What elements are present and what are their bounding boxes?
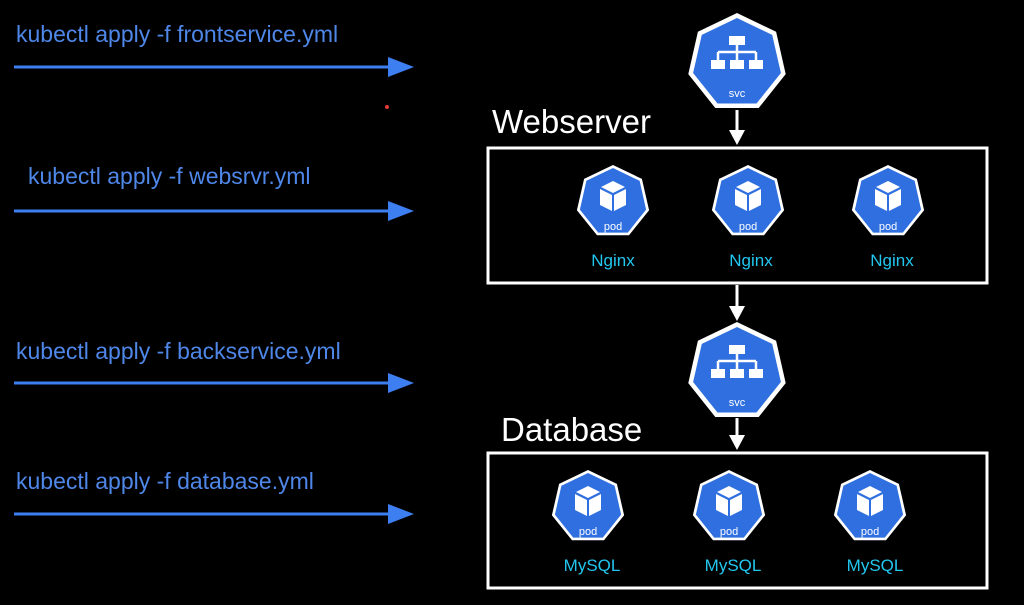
service-node-back: svc [688,322,786,417]
pod-icon [711,165,785,236]
pod-name-label: Nginx [591,251,635,270]
database-box [486,451,989,590]
command-row-frontservice: kubectl apply -f frontservice.yml [14,21,414,77]
down-arrow-icon [729,285,745,321]
command-row-websrvr: kubectl apply -f websrvr.yml [14,163,414,221]
pod-name-label: MySQL [847,556,904,575]
pod-caption: pod [720,526,738,538]
pod-icon [833,470,907,541]
pod-icon [551,470,625,541]
pod-name-label: MySQL [564,556,621,575]
service-caption: svc [729,88,746,100]
pod-icon [851,165,925,236]
webserver-pod-2: pod [711,165,785,236]
service-caption: svc [729,397,746,409]
command-label: kubectl apply -f database.yml [16,468,314,494]
webserver-pod-3: pod [851,165,925,236]
pod-caption: pod [604,221,622,233]
service-icon [688,13,786,108]
down-arrow-icon [729,110,745,145]
pod-icon [692,470,766,541]
webserver-pod-1: pod [576,165,650,236]
pod-caption: pod [861,526,879,538]
right-arrow-icon [14,504,414,524]
database-pod-3: pod [833,470,907,541]
command-row-database: kubectl apply -f database.yml [14,468,414,524]
red-dot [385,105,389,109]
pod-name-label: Nginx [729,251,773,270]
webserver-title: Webserver [492,103,651,140]
service-node-front: svc [688,13,786,108]
right-arrow-icon [14,57,414,77]
webserver-box [486,146,989,285]
right-arrow-icon [14,201,414,221]
right-arrow-icon [14,373,414,393]
database-pod-1: pod [551,470,625,541]
pod-caption: pod [739,221,757,233]
pod-caption: pod [579,526,597,538]
pod-caption: pod [879,221,897,233]
command-row-backservice: kubectl apply -f backservice.yml [14,338,414,393]
command-label: kubectl apply -f backservice.yml [16,338,341,364]
service-icon [688,322,786,417]
pod-icon [576,165,650,236]
pod-name-label: MySQL [705,556,762,575]
database-pod-2: pod [692,470,766,541]
command-label: kubectl apply -f websrvr.yml [28,163,310,189]
pod-name-label: Nginx [870,251,914,270]
command-label: kubectl apply -f frontservice.yml [16,21,338,47]
database-title: Database [501,411,642,448]
down-arrow-icon [729,418,745,450]
